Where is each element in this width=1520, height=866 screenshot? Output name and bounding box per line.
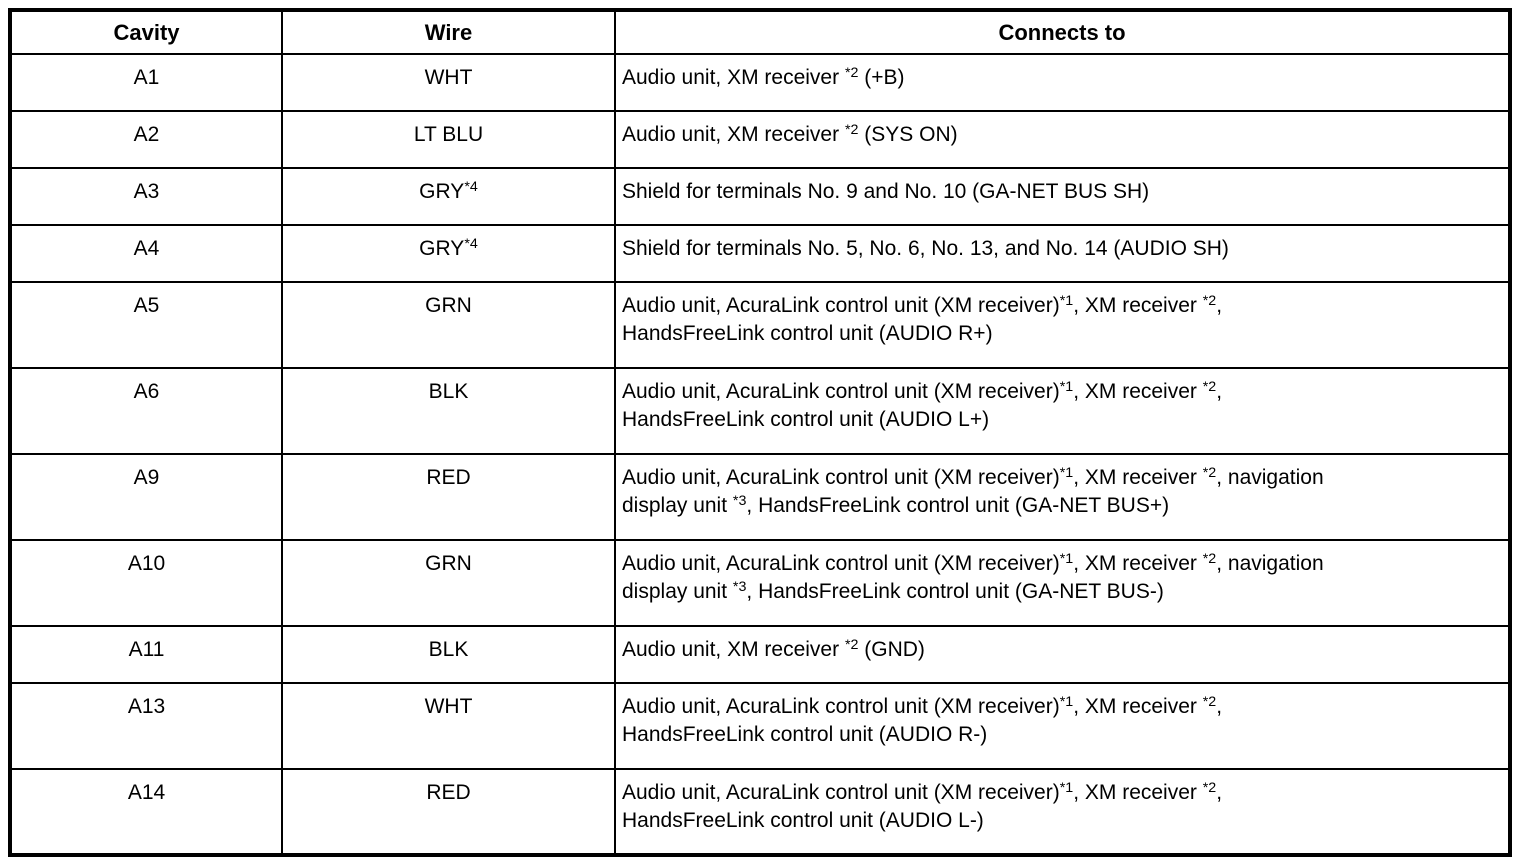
wire-cell: RED xyxy=(281,453,616,541)
footnote-marker: *1 xyxy=(1059,780,1074,796)
cavity-cell: A14 xyxy=(9,768,283,856)
wire-cell: GRN xyxy=(281,281,616,369)
footnote-marker: *2 xyxy=(844,122,859,138)
wire-cell: BLK xyxy=(281,367,616,455)
wire-cell: GRY*4 xyxy=(281,224,616,283)
footnote-marker: *2 xyxy=(844,65,859,81)
wire-cell: BLK xyxy=(281,625,616,684)
connects-to-cell: Audio unit, AcuraLink control unit (XM r… xyxy=(614,768,1511,856)
footnote-marker: *2 xyxy=(1202,780,1217,796)
connects-to-cell: Audio unit, XM receiver *2 (GND) xyxy=(614,625,1511,684)
footnote-marker: *1 xyxy=(1059,379,1074,395)
connects-to-cell: Shield for terminals No. 5, No. 6, No. 1… xyxy=(614,224,1511,283)
connects-to-cell: Audio unit, AcuraLink control unit (XM r… xyxy=(614,367,1511,455)
cavity-cell: A2 xyxy=(9,110,283,169)
footnote-marker: *2 xyxy=(1202,293,1217,309)
cavity-cell: A9 xyxy=(9,453,283,541)
cavity-cell: A3 xyxy=(9,167,283,226)
footnote-marker: *4 xyxy=(464,179,478,195)
wire-cell: GRY*4 xyxy=(281,167,616,226)
footnote-marker: *4 xyxy=(464,236,478,252)
column-header-wire: Wire xyxy=(281,9,616,55)
column-header-connects-to: Connects to xyxy=(614,9,1511,55)
table-header: Cavity Wire Connects to xyxy=(9,9,1511,55)
connects-to-cell: Audio unit, XM receiver *2 (+B) xyxy=(614,53,1511,112)
connects-to-cell: Audio unit, XM receiver *2 (SYS ON) xyxy=(614,110,1511,169)
connects-to-cell: Audio unit, AcuraLink control unit (XM r… xyxy=(614,453,1511,541)
column-header-cavity: Cavity xyxy=(9,9,283,55)
cavity-cell: A11 xyxy=(9,625,283,684)
connects-to-cell: Audio unit, AcuraLink control unit (XM r… xyxy=(614,281,1511,369)
wire-cell: GRN xyxy=(281,539,616,627)
wire-cell: RED xyxy=(281,768,616,856)
footnote-marker: *3 xyxy=(732,493,747,509)
connects-to-cell: Audio unit, AcuraLink control unit (XM r… xyxy=(614,539,1511,627)
connects-to-cell: Shield for terminals No. 9 and No. 10 (G… xyxy=(614,167,1511,226)
footnote-marker: *1 xyxy=(1059,293,1074,309)
table-header-row: Cavity Wire Connects to xyxy=(9,9,1511,55)
footnote-marker: *2 xyxy=(1202,694,1217,710)
cavity-cell: A10 xyxy=(9,539,283,627)
wire-cell: WHT xyxy=(281,53,616,112)
footnote-marker: *1 xyxy=(1059,465,1074,481)
cavity-cell: A6 xyxy=(9,367,283,455)
footnote-marker: *1 xyxy=(1059,551,1074,567)
footnote-marker: *2 xyxy=(1202,465,1217,481)
wire-cell: LT BLU xyxy=(281,110,616,169)
footnote-marker: *2 xyxy=(844,637,859,653)
cavity-cell: A4 xyxy=(9,224,283,283)
cavity-cell: A5 xyxy=(9,281,283,369)
wire-cell: WHT xyxy=(281,682,616,770)
cavity-cell: A1 xyxy=(9,53,283,112)
footnote-marker: *2 xyxy=(1202,379,1217,395)
cavity-cell: A13 xyxy=(9,682,283,770)
footnote-marker: *3 xyxy=(732,579,747,595)
footnote-marker: *2 xyxy=(1202,551,1217,567)
footnote-marker: *1 xyxy=(1059,694,1074,710)
connects-to-cell: Audio unit, AcuraLink control unit (XM r… xyxy=(614,682,1511,770)
